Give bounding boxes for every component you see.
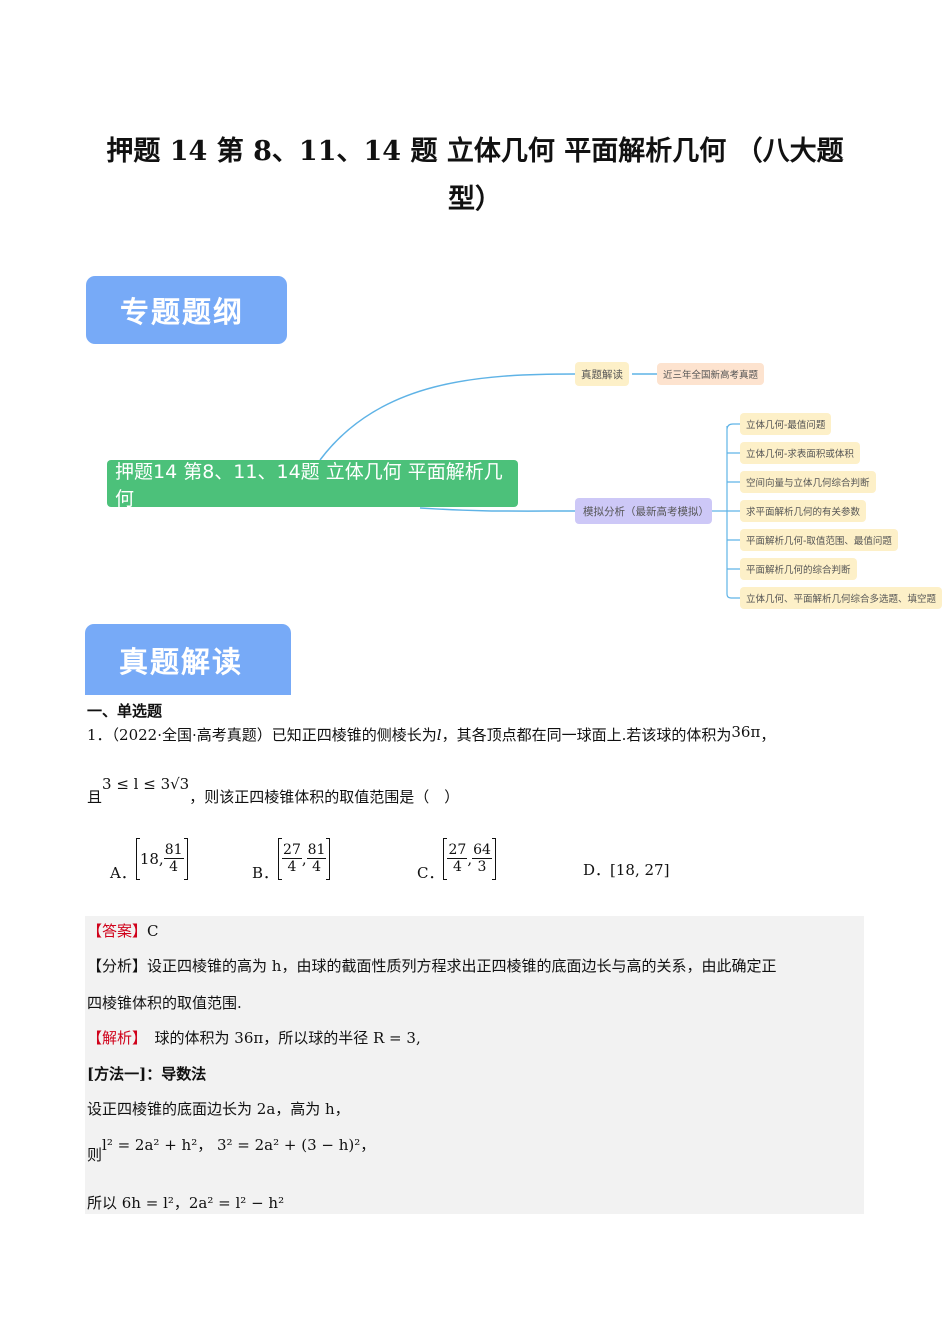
den: 4	[452, 859, 462, 875]
mindmap-branch-real[interactable]: 真题解读	[575, 362, 629, 386]
real-banner: 真题解读	[85, 624, 291, 695]
den: 4	[287, 859, 297, 875]
jiexi-tag: 【解析】	[87, 1029, 140, 1047]
mindmap-root[interactable]: 押题14 第8、11、14题 立体几何 平面解析几何	[107, 460, 518, 510]
bracket	[491, 837, 496, 880]
mindmap-branch-sim[interactable]: 模拟分析（最新高考模拟）	[575, 498, 712, 524]
option-label: A．	[110, 864, 136, 882]
text: 且	[87, 788, 103, 806]
analysis-line-1: 【分析】设正四棱锥的高为 h，由球的截面性质列方程求出正四棱锥的底面边长与高的关…	[87, 956, 776, 976]
solution-box	[85, 916, 864, 1214]
mindmap-leaf[interactable]: 求平面解析几何的有关参数	[740, 500, 867, 522]
page-title: 押题 14 第 8、11、14 题 立体几何 平面解析几何 （八大题型）	[60, 128, 890, 224]
analysis-line-2: 四棱锥体积的取值范围.	[87, 994, 242, 1012]
option-label: B．	[252, 864, 279, 882]
text: ，则该正四棱锥体积的取值范围是（ ）	[189, 788, 460, 806]
analysis-tag: 【分析】	[87, 957, 148, 975]
title-line-1: 押题 14 第 8、11、14 题 立体几何 平面解析几何 （八大题	[106, 136, 844, 167]
num: 64	[472, 842, 492, 859]
text: 设正四棱锥的高为 h，由球的截面性质列方程求出正四棱锥的底面边长与高的关系，由此…	[147, 957, 777, 975]
solution-step-2: 则l² = 2a² + h²， 3² = 2a² + (3 − h)²，	[87, 1135, 376, 1164]
solution-step-1: 设正四棱锥的底面边长为 2a，高为 h，	[87, 1100, 350, 1118]
text: ，	[760, 726, 776, 744]
connector-bracket	[712, 423, 740, 599]
math: 36π	[731, 723, 761, 741]
num: 27	[447, 842, 468, 859]
answer-tag: 【答案】	[87, 922, 148, 940]
mindmap-leaf[interactable]: 立体几何、平面解析几何综合多选题、填空题	[740, 587, 943, 609]
outline-banner: 专题题纲	[86, 276, 287, 344]
option-label: D．	[583, 861, 611, 879]
mindmap-leaf[interactable]: 立体几何-最值问题	[740, 413, 832, 435]
math: [18, 27]	[610, 861, 670, 879]
num: 27	[282, 842, 302, 859]
title-line-2: 型）	[448, 184, 502, 215]
bracket	[135, 837, 140, 880]
text: 球的体积为 36π，所以球的半径 R = 3,	[139, 1029, 421, 1047]
num: 81	[306, 842, 327, 859]
option-label: C．	[417, 864, 444, 882]
condition-math: 3 ≤ l ≤ 3√3	[102, 775, 190, 793]
var: l	[436, 726, 442, 744]
math: 18,	[139, 849, 164, 868]
question-line-1: 1．（2022·全国·高考真题）已知正四棱锥的侧棱长为l，其各顶点都在同一球面上…	[87, 723, 776, 745]
bracket	[443, 837, 448, 880]
connector-line	[419, 507, 576, 512]
solution-step-3: 所以 6h = l²，2a² = l² − h²	[87, 1194, 285, 1212]
mindmap-leaf[interactable]: 平面解析几何-取值范围、最值问题	[740, 529, 898, 551]
math: l² = 2a² + h²， 3² = 2a² + (3 − h)²，	[102, 1136, 376, 1154]
text: ，其各顶点都在同一球面上.若该球的体积为	[441, 726, 732, 744]
connector-line	[319, 373, 576, 461]
question-line-2: 且3 ≤ l ≤ 3√3，则该正四棱锥体积的取值范围是（ ）	[87, 775, 460, 807]
num: 81	[163, 842, 184, 859]
mindmap-leaf[interactable]: 立体几何-求表面积或体积	[740, 442, 860, 464]
bracket	[326, 837, 331, 880]
den: 3	[477, 859, 487, 875]
section-heading: 一、单选题	[87, 702, 163, 720]
mindmap-connectors	[319, 373, 740, 599]
method-heading: [方法一]：导数法	[87, 1065, 207, 1083]
mindmap-leaf[interactable]: 近三年全国新高考真题	[657, 363, 765, 385]
bracket	[183, 837, 188, 880]
option-d[interactable]: D．[18, 27]	[583, 860, 669, 880]
answer: C	[147, 922, 159, 940]
jiexi-line: 【解析】 球的体积为 36π，所以球的半径 R = 3,	[87, 1028, 421, 1048]
mindmap-leaf[interactable]: 平面解析几何的综合判断	[740, 558, 857, 580]
text: 1．（2022·全国·高考真题）已知正四棱锥的侧棱长为	[87, 726, 437, 744]
answer-line: 【答案】C	[87, 921, 159, 941]
den: 4	[312, 859, 322, 875]
text: 则	[87, 1146, 103, 1164]
den: 4	[169, 859, 179, 875]
mindmap-leaf[interactable]: 空间向量与立体几何综合判断	[740, 471, 876, 493]
bracket	[278, 837, 283, 880]
